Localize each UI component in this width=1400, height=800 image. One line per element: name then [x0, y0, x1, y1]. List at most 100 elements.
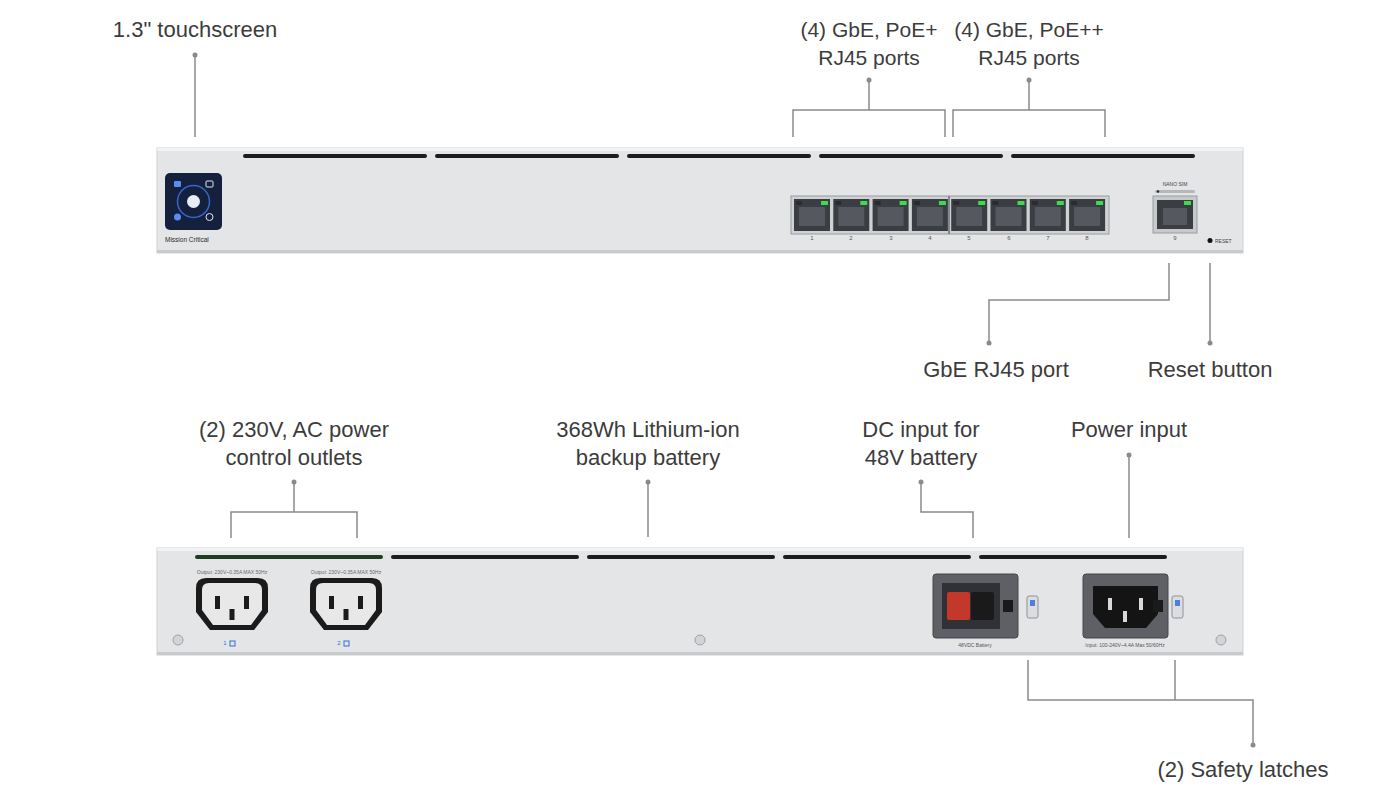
rj45-port-part: [794, 199, 830, 231]
rj45-port-part: [993, 201, 999, 205]
sim-port-part: [1157, 200, 1193, 229]
leader-lines-part: [793, 110, 945, 137]
leader-lines-part: [1174, 660, 1176, 700]
printed-marking: 2: [849, 235, 852, 242]
touchscreen-part: [174, 181, 181, 187]
rj45-port-part: [1035, 207, 1061, 226]
printed-marking: 48VDC Battery: [958, 642, 991, 648]
outlet-indicators-part: [230, 641, 235, 646]
front-panel-part: [157, 148, 1243, 253]
printed-marking: RESET: [1215, 238, 1232, 244]
rj45-port-part: [860, 201, 867, 205]
printed-marking: Output: 230V~0.35A MAX 50Hz: [197, 569, 267, 575]
ac-outlet-part: [244, 596, 249, 609]
rj45-port: [873, 199, 909, 231]
rj45-port-part: [1018, 201, 1025, 205]
ac-outlet-part: [310, 578, 382, 630]
ethernet-port-group-part: [791, 196, 1109, 234]
leader-dots-part: [1127, 453, 1132, 458]
rj45-port-part: [799, 207, 825, 226]
ac-outlet-part: [202, 583, 262, 625]
rj45-port-part: [1032, 201, 1038, 205]
rj45-port-part: [956, 207, 982, 226]
rj45-port-part: [996, 207, 1022, 226]
rj45-port: [951, 199, 987, 231]
leader-lines-part: [647, 482, 649, 537]
leader-lines-part: [1028, 80, 1030, 110]
power-inlet-part: [1083, 574, 1168, 638]
rj45-port: [912, 199, 948, 231]
back-vents-part: [587, 555, 775, 559]
dc-input-part: [947, 592, 970, 620]
rj45-port-part: [878, 207, 904, 226]
outlet-indicators-part: [344, 641, 349, 646]
printed-marking: Mission Critical: [165, 236, 209, 244]
callout-label: (2) 230V, AC power control outlets: [188, 416, 400, 472]
front-vents-part: [627, 154, 811, 158]
sim-port-part: [1184, 201, 1191, 205]
callout-label: Power input: [1071, 416, 1187, 444]
back-panel-part: [157, 652, 1243, 655]
rj45-port-part: [914, 201, 920, 205]
back-vents-part: [195, 555, 383, 559]
back-vents-part: [979, 555, 1167, 559]
callout-label: (4) GbE, PoE++ RJ45 ports: [949, 16, 1109, 72]
panel-screws-part: [1216, 635, 1226, 645]
back-vents-part: [391, 555, 579, 559]
leader-dots-part: [987, 341, 992, 346]
rj45-port-part: [917, 207, 943, 226]
rj45-port-part: [1074, 207, 1100, 226]
rj45-port-part: [939, 201, 946, 205]
front-vents-part: [1011, 154, 1195, 158]
front-vents: [243, 154, 1195, 158]
back-panel-part: [157, 548, 1243, 551]
sim-port-part: [1163, 208, 1187, 225]
printed-marking: 7: [1046, 235, 1049, 242]
printed-marking: 2: [337, 640, 340, 647]
rj45-port-part: [1057, 201, 1064, 205]
ac-outlet: [310, 578, 382, 630]
dc-input-part: [971, 592, 994, 620]
rj45-port: [794, 199, 830, 231]
ac-outlet-part: [215, 596, 220, 609]
rj45-port-part: [912, 199, 948, 231]
safety-latch-part: [1030, 600, 1035, 606]
rj45-port-part: [900, 201, 907, 205]
ac-outlet-part: [230, 609, 235, 620]
reset-hole: [1208, 238, 1213, 243]
front-panel: [157, 148, 1243, 253]
leader-lines-part: [231, 512, 357, 538]
rj45-port-part: [978, 201, 985, 205]
leader-dots-part: [919, 480, 924, 485]
safety-latch: [1027, 596, 1183, 618]
rj45-port-part: [873, 199, 909, 231]
rj45-port-part: [1030, 199, 1066, 231]
leader-dots-part: [292, 480, 297, 485]
rj45-port-part: [838, 207, 864, 226]
touchscreen-part: [165, 173, 222, 230]
leader-dots-part: [867, 78, 872, 83]
dc-input: [933, 574, 1018, 638]
back-panel-part: [157, 548, 1243, 655]
printed-marking: 8: [1085, 235, 1088, 242]
ac-outlet-part: [316, 583, 376, 625]
rj45-port-part: [1096, 201, 1103, 205]
rj45-port-part: [1071, 201, 1077, 205]
back-vents: [195, 555, 1167, 559]
ac-outlet-part: [329, 596, 334, 609]
leader-lines-part: [1028, 660, 1253, 745]
back-vents-part: [783, 555, 971, 559]
ac-outlet-part: [196, 578, 268, 630]
rj45-port-part: [821, 201, 828, 205]
ac-outlet: [196, 578, 268, 630]
printed-marking: 4: [928, 235, 931, 242]
touchscreen-part: [206, 214, 213, 221]
rj45-port-part: [875, 201, 881, 205]
rj45-port-part: [991, 199, 1027, 231]
leader-dots-part: [193, 53, 198, 58]
ac-outlet-part: [344, 609, 349, 620]
leader-dots-part: [1251, 743, 1256, 748]
printed-marking: 5: [967, 235, 970, 242]
touchscreen-part: [178, 186, 210, 218]
front-vents-part: [435, 154, 619, 158]
